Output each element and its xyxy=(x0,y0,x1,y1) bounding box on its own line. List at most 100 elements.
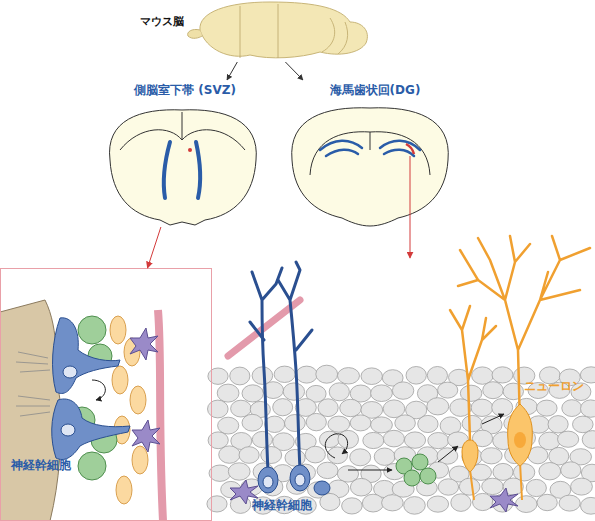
granule-cell xyxy=(374,448,395,465)
progenitor-cluster xyxy=(396,454,436,486)
dg-highlight xyxy=(406,144,414,154)
granule-cell xyxy=(581,497,595,514)
svz-inset xyxy=(0,300,163,521)
section-line xyxy=(240,4,278,58)
cycle-arrow xyxy=(92,380,105,400)
granule-cell xyxy=(285,415,306,432)
radial-process xyxy=(250,268,282,472)
granule-cell xyxy=(371,417,393,433)
astrocyte xyxy=(132,420,160,452)
granule-cell xyxy=(404,432,425,448)
granule-cell xyxy=(342,498,363,514)
granule-cell xyxy=(481,448,503,464)
granule-cell xyxy=(242,385,263,402)
granule-cell xyxy=(492,367,513,383)
stem-cell-bodies xyxy=(258,465,330,495)
granule-cell xyxy=(561,462,581,479)
granule-cell xyxy=(252,431,272,447)
stem-cell xyxy=(258,467,278,493)
granule-cell xyxy=(329,383,349,401)
granule-cell xyxy=(338,368,360,384)
svz-section xyxy=(110,110,257,225)
zoom-arrow xyxy=(410,156,411,258)
granule-cell xyxy=(395,415,416,431)
granule-cell xyxy=(209,465,231,481)
granule-cell xyxy=(371,385,393,402)
progenitor xyxy=(78,452,106,480)
granule-cell xyxy=(537,400,558,416)
granule-cell xyxy=(328,416,350,432)
granule-cell xyxy=(350,478,372,496)
granule-cell xyxy=(274,366,295,382)
nucleus xyxy=(63,366,77,378)
origin-dot xyxy=(188,148,192,152)
diagram-node: 側脳室下帯 (SVZ) xyxy=(100,80,270,227)
progenitor xyxy=(404,470,420,486)
stem-cell xyxy=(53,318,120,394)
granule-cell xyxy=(581,400,595,417)
mature-neuron-dendrite xyxy=(458,236,590,425)
section-outline xyxy=(292,108,449,226)
granule-cell xyxy=(219,446,240,463)
granule-cell xyxy=(283,383,304,400)
astrocyte xyxy=(490,488,518,512)
cerebellum-line xyxy=(322,18,348,54)
mature-neuron xyxy=(508,404,533,466)
granule-cell xyxy=(492,399,513,417)
granule-cell xyxy=(493,463,513,480)
granule-cell xyxy=(438,382,458,398)
neuroblast xyxy=(116,476,132,504)
node-text: 海馬歯状回(DG) xyxy=(285,82,465,99)
diagram-node: 神経幹細胞 xyxy=(0,268,212,521)
node-text: 神経幹細胞 xyxy=(11,457,71,474)
astrocytes xyxy=(130,328,160,452)
granule-cell xyxy=(296,366,317,383)
granule-cell xyxy=(438,479,458,495)
granule-cell xyxy=(548,416,568,433)
granule-cell xyxy=(361,368,382,385)
granule-cell xyxy=(459,478,480,495)
granule-cell xyxy=(537,494,557,510)
granule-cell xyxy=(208,400,229,418)
granule-cell xyxy=(404,497,426,515)
granule-cell xyxy=(582,431,595,449)
granule-cell xyxy=(539,463,561,480)
granule-cell xyxy=(285,449,305,466)
granule-cell xyxy=(252,367,273,385)
dentate-gyrus xyxy=(320,141,420,156)
granule-cell xyxy=(217,384,239,402)
granule-cell xyxy=(526,479,546,496)
olfactory-bulb xyxy=(188,29,202,38)
connector-arrow xyxy=(285,62,303,80)
self-renewal-arrow xyxy=(325,434,347,458)
granule-cell xyxy=(320,493,340,510)
nucleus xyxy=(61,424,75,436)
axon xyxy=(470,462,522,500)
granule-cell xyxy=(427,496,448,512)
nucleus xyxy=(295,474,305,486)
progenitor xyxy=(420,468,436,484)
corpus-callosum xyxy=(120,112,245,150)
lineage-arrow xyxy=(438,446,458,462)
granule-cell xyxy=(273,399,293,416)
lineage-arrow xyxy=(482,414,504,424)
brain-outline xyxy=(200,2,368,58)
dg-section xyxy=(292,108,449,258)
neuroblast xyxy=(130,386,146,414)
granule-cell xyxy=(573,416,594,433)
ependymal-layer xyxy=(0,300,61,521)
granule-cell xyxy=(383,430,404,447)
node-text: マウス脳 xyxy=(140,14,184,29)
ventricle-wall xyxy=(164,142,200,198)
granule-cell xyxy=(305,446,325,463)
young-neuron xyxy=(462,440,478,472)
granule-cell xyxy=(231,400,252,417)
granule-cell xyxy=(316,365,338,383)
granule-cell xyxy=(483,382,504,399)
granule-cell xyxy=(451,494,471,512)
granule-cell xyxy=(228,463,250,480)
diagram-node: マウス脳 xyxy=(140,0,370,62)
granule-cell xyxy=(242,414,263,431)
connector-arrow xyxy=(227,62,237,80)
stem-cell xyxy=(314,481,330,495)
